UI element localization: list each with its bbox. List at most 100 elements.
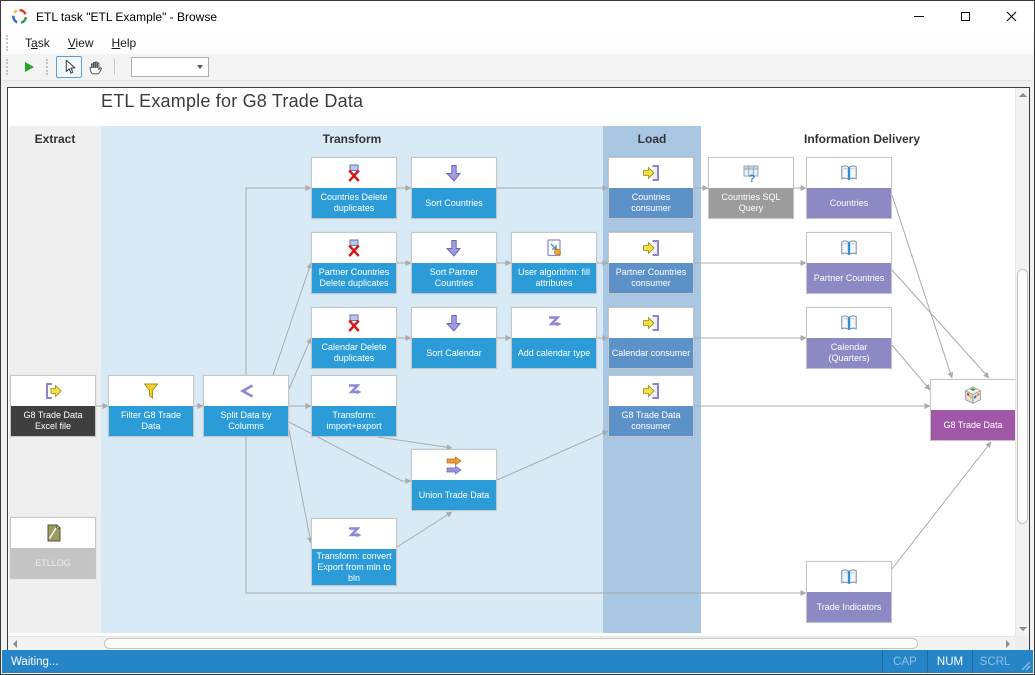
node-transform-import-export[interactable]: Transform: import+export [311,375,397,437]
keyboard-indicators: CAP NUM SCRL [882,650,1033,673]
node-countries-book[interactable]: Countries [806,157,892,219]
minimize-icon [914,16,924,17]
resize-grip[interactable] [1017,650,1033,673]
book-icon [807,308,891,338]
node-label: Sort Calendar [412,338,496,368]
sort-icon [412,233,496,263]
node-transform-convert[interactable]: Transform: convert Export from mln to bl… [311,518,397,586]
log-icon [11,518,95,548]
maximize-icon [960,12,970,21]
scrollbar-corner [1015,636,1029,650]
node-label: Countries Delete duplicates [312,188,396,218]
indicator-cap: CAP [882,650,927,673]
node-label: Countries SQL Query [709,188,793,218]
union-icon [412,450,496,480]
delete-duplicates-icon [312,233,396,263]
node-label: Filter G8 Trade Data [109,406,193,436]
node-label: Transform: import+export [312,406,396,436]
node-sort-calendar[interactable]: Sort Calendar [411,307,497,369]
split-icon [204,376,288,406]
node-calendar-consumer[interactable]: Calendar consumer [608,307,694,369]
delete-duplicates-icon [312,308,396,338]
node-label: Calendar (Quarters) [807,338,891,368]
node-label: ETLLOG [11,548,95,578]
node-countries-sql-query[interactable]: ?Countries SQL Query [708,157,794,219]
lane-header: Information Delivery [803,132,921,146]
import-icon [609,308,693,338]
node-calendar-book[interactable]: Calendar (Quarters) [806,307,892,369]
node-user-algorithm[interactable]: User algorithm: fill attributes [511,232,597,294]
node-g8-cube[interactable]: G8 Trade Data [930,379,1016,441]
toolbar-separator [114,59,115,75]
toolbar-grip-2 [46,59,51,75]
horizontal-scrollbar[interactable] [8,636,1015,650]
menu-item-help[interactable]: Help [111,36,137,50]
node-sort-partner[interactable]: Sort Partner Countries [411,232,497,294]
node-union-trade-data[interactable]: Union Trade Data [411,449,497,511]
menubar: Task View Help [2,32,1033,54]
lane-header: Extract [34,132,76,146]
node-partner-book[interactable]: Partner Countries [806,232,892,294]
minimize-button[interactable] [896,1,942,32]
edge-split-to-transform-convert [288,429,313,544]
node-label: G8 Trade Data consumer [609,406,693,436]
vertical-scrollbar[interactable] [1015,88,1029,636]
menubar-grip [6,35,11,51]
scroll-right-arrow[interactable] [1001,637,1015,651]
edge-transform-import-export-to-union-trade-data [377,436,453,451]
node-sort-countries[interactable]: Sort Countries [411,157,497,219]
cursor-icon [65,59,76,74]
node-partner-consumer[interactable]: Partner Countries consumer [608,232,694,294]
sql-query-icon: ? [709,158,793,188]
book-icon [807,233,891,263]
edge-transform-convert-to-union-trade-data [396,511,453,548]
toolbar-grip-1 [6,59,11,75]
horizontal-scroll-thumb[interactable] [104,638,918,649]
node-label: G8 Trade Data [931,410,1015,440]
user-algorithm-icon [512,233,596,263]
node-filter[interactable]: Filter G8 Trade Data [108,375,194,437]
node-label: Union Trade Data [412,480,496,510]
node-partner-dedup[interactable]: Partner Countries Delete duplicates [311,232,397,294]
node-trade-indicators[interactable]: Trade Indicators [806,561,892,623]
scroll-up-arrow[interactable] [1016,88,1030,102]
edge-split-to-countries-dedup [245,185,312,375]
scroll-down-arrow[interactable] [1016,622,1030,636]
node-excel-file[interactable]: G8 Trade Data Excel file [10,375,96,437]
run-task-button[interactable] [16,56,42,78]
edge-layer [96,185,992,596]
node-add-calendar-type[interactable]: Add calendar type [511,307,597,369]
transform-icon [312,376,396,406]
node-label: Sort Countries [412,188,496,218]
node-label: Partner Countries consumer [609,263,693,293]
select-tool-button[interactable] [56,56,82,78]
cube-icon [931,380,1015,410]
node-calendar-dedup[interactable]: Calendar Delete duplicates [311,307,397,369]
node-label: Countries consumer [609,188,693,218]
pan-tool-button[interactable] [82,56,108,78]
scroll-left-arrow[interactable] [8,637,22,651]
vertical-scroll-thumb[interactable] [1017,269,1028,524]
sort-icon [412,308,496,338]
node-split[interactable]: Split Data by Columns [203,375,289,437]
node-g8-consumer[interactable]: G8 Trade Data consumer [608,375,694,437]
menu-item-view[interactable]: View [67,36,94,50]
node-countries-dedup[interactable]: Countries Delete duplicates [311,157,397,219]
titlebar: ETL task "ETL Example" - Browse [1,1,1034,32]
maximize-button[interactable] [942,1,988,32]
node-etllog[interactable]: ETLLOG [10,517,96,579]
menu-item-task[interactable]: Task [25,36,50,50]
play-icon [25,62,34,72]
node-label: Sort Partner Countries [412,263,496,293]
book-icon [807,562,891,592]
node-label: Transform: convert Export from mln to bl… [312,549,396,585]
statusbar: Waiting... CAP NUM SCRL [2,650,1033,673]
close-button[interactable] [988,1,1034,32]
node-label: Split Data by Columns [204,406,288,436]
node-countries-consumer[interactable]: Countries consumer [608,157,694,219]
zoom-combobox[interactable] [131,57,209,77]
chevron-down-icon[interactable] [192,58,208,76]
funnel-icon [109,376,193,406]
